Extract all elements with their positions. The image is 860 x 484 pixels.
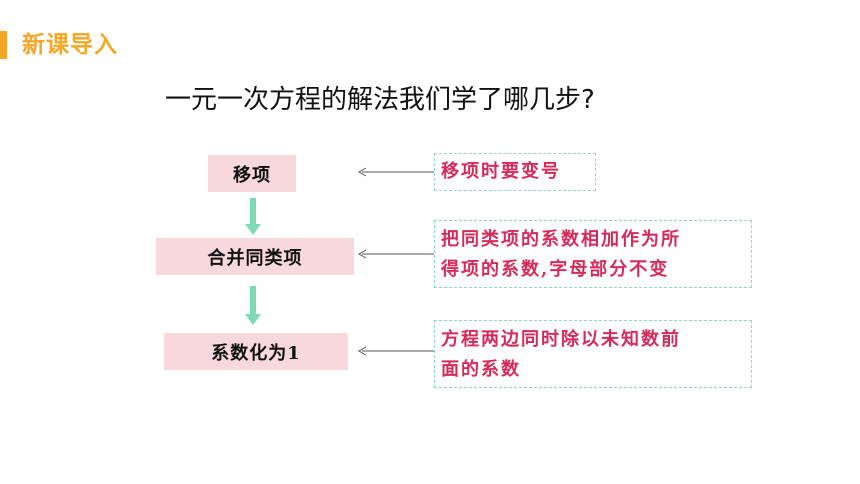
- note-line: 把同类项的系数相加作为所: [441, 229, 681, 250]
- question-text: 一元一次方程的解法我们学了哪几步?: [165, 85, 595, 115]
- note-line: 方程两边同时除以未知数前: [441, 329, 681, 350]
- note-line: 移项时要变号: [441, 161, 561, 182]
- step-box-normalize-coefficient: 系数化为1: [164, 333, 348, 370]
- down-arrow-icon: [245, 198, 261, 235]
- left-arrow-icon: [357, 346, 434, 356]
- note-divide-by-coefficient: 方程两边同时除以未知数前 面的系数: [434, 320, 752, 388]
- note-transpose-sign-change: 移项时要变号: [434, 153, 596, 191]
- left-arrow-icon: [357, 167, 434, 177]
- section-title: 新课导入: [22, 32, 118, 58]
- step-box-combine-like-terms: 合并同类项: [156, 238, 354, 275]
- down-arrow-icon: [245, 286, 261, 325]
- note-combine-like-terms: 把同类项的系数相加作为所 得项的系数,字母部分不变: [434, 220, 752, 288]
- step-box-transpose: 移项: [208, 155, 296, 192]
- left-arrow-icon: [357, 249, 434, 259]
- note-line: 面的系数: [441, 359, 521, 380]
- note-line: 得项的系数,字母部分不变: [441, 259, 670, 280]
- section-accent-bar: [0, 31, 7, 59]
